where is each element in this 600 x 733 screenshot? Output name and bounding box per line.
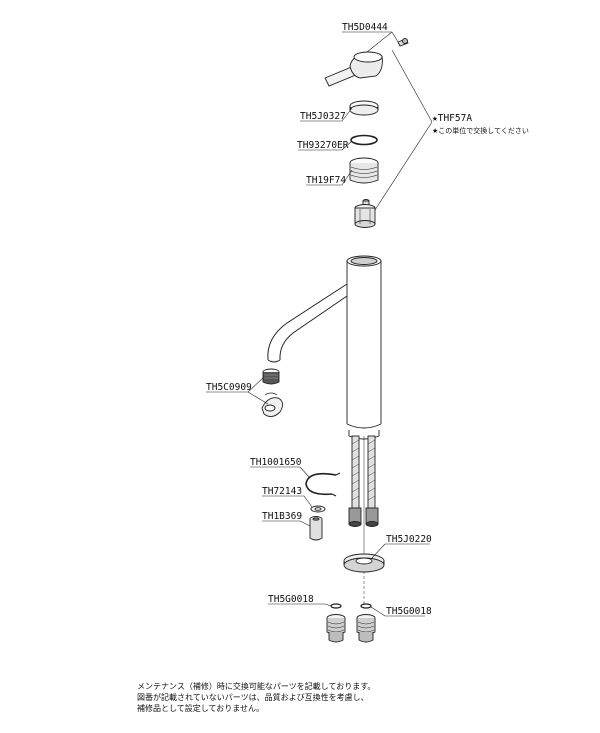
label-washer: TH72143 (262, 486, 302, 497)
label-nut: TH19F74 (306, 175, 346, 186)
label-ring: TH5J0327 (300, 111, 346, 122)
maintenance-note: メンテナンス（補修）時に交換可能なパーツを記載しております。 図番が記載されてい… (137, 681, 577, 714)
label-hose-left: TH5G0018 (268, 594, 314, 605)
label-plate: TH5J0220 (386, 534, 432, 545)
label-clip: TH1001650 (250, 457, 302, 468)
faucet-body (267, 255, 382, 440)
hose-nut-right (356, 603, 376, 643)
label-oring: TH93270ER (297, 140, 349, 151)
label-cartridge-unit: ★THF57A (432, 113, 472, 124)
part-labels: TH5D0444 TH5J0327 TH93270ER TH19F74 ★THF… (206, 22, 529, 617)
label-cartridge-note: ★この単位で交換してください (432, 126, 529, 135)
supply-hoses (348, 435, 379, 604)
clip-part (305, 472, 341, 497)
label-hose-right: TH5G0018 (386, 606, 432, 617)
label-lever: TH5D0444 (342, 22, 388, 33)
note-line-1: メンテナンス（補修）時に交換可能なパーツを記載しております。 (137, 682, 376, 691)
hose-nut-left (326, 603, 346, 643)
nut-part (349, 157, 379, 184)
cartridge-part (354, 199, 376, 228)
plate-part (343, 553, 385, 573)
label-aerator: TH5C0909 (206, 382, 252, 393)
sleeve-part (309, 516, 323, 541)
washer-part (310, 505, 326, 513)
oring-part (350, 134, 378, 146)
lever-handle (324, 38, 409, 87)
note-line-2: 図番が記載されていないパーツは、品質および互換性を考慮し、 (137, 693, 369, 702)
note-line-3: 補修品として設定しておりません。 (137, 704, 265, 713)
label-sleeve: TH1B369 (262, 511, 302, 522)
ring-part (349, 100, 379, 116)
aerator-part (261, 368, 283, 417)
leader-lines (206, 31, 433, 617)
